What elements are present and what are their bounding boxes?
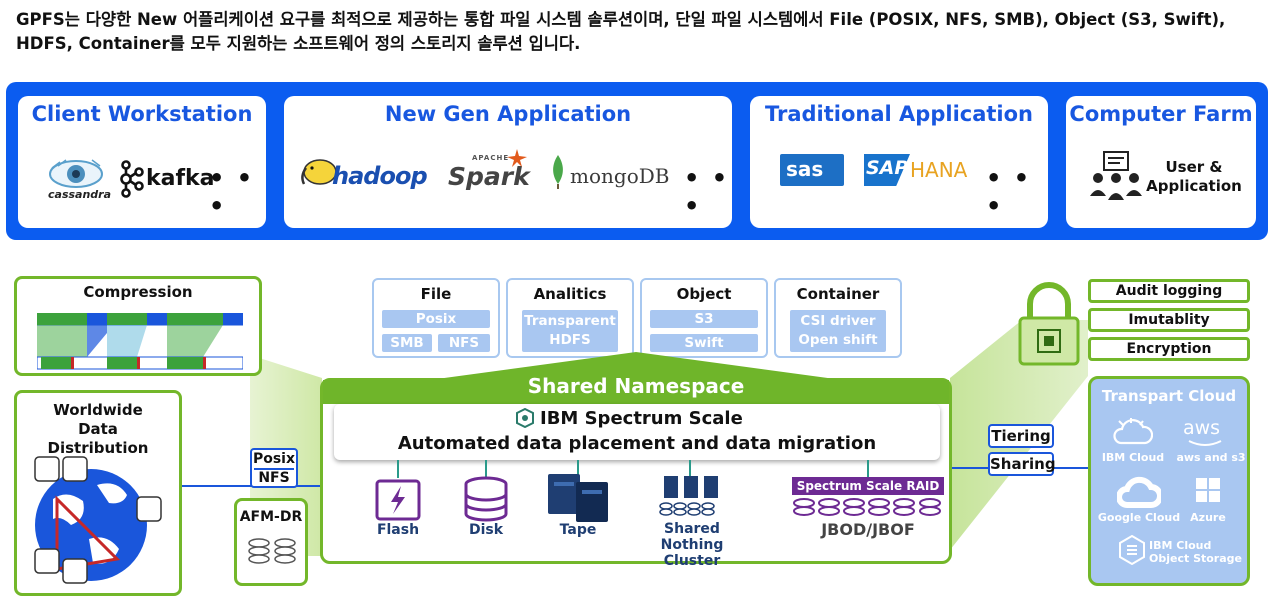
client-workstation-title: Client Workstation	[31, 102, 253, 126]
file-posix-pill: Posix	[382, 310, 490, 328]
container-service-title: Container	[796, 285, 880, 303]
worldwide-distribution-title: Worldwide Data Distribution	[47, 401, 149, 457]
flash-icon	[375, 479, 421, 521]
azure-windows-icon	[1196, 478, 1220, 502]
mongodb-leaf-icon	[553, 155, 563, 189]
analytics-service-title: Analitics	[533, 285, 607, 303]
new-gen-application-card: New Gen Application hadoop APACHE Spark …	[284, 96, 732, 228]
intro-text: GPFS는 다양한 New 어플리케이션 요구를 최적으로 제공하는 통합 파일…	[16, 10, 1226, 53]
traditional-application-card: Traditional Application sas SAP HANA • •…	[750, 96, 1048, 228]
object-s3-pill: S3	[650, 310, 758, 328]
ibm-cloud-icon	[1113, 418, 1153, 445]
transparent-cloud-box: Transpart Cloud aws IBM Cloud aws and s3…	[1088, 376, 1250, 586]
analytics-service-box: Analitics Transparent HDFS	[506, 278, 634, 358]
newgen-more-dots: • • •	[684, 164, 730, 220]
protocol-nfs: NFS	[258, 470, 290, 486]
tiering-badge: Tiering	[988, 424, 1054, 448]
tape-label: Tape	[559, 522, 597, 538]
cassandra-logo: cassandra	[48, 188, 112, 201]
disk-label: Disk	[468, 522, 504, 538]
protocol-box: Posix NFS	[250, 448, 298, 488]
kafka-logo: kafka	[146, 166, 215, 191]
mongodb-logo: mongoDB	[570, 164, 670, 188]
spark-logo: Spark	[448, 162, 530, 191]
sharing-badge: Sharing	[988, 452, 1056, 476]
ibm-object-storage-label: IBM Cloud Object Storage	[1149, 539, 1242, 565]
globe-storage-icon	[34, 456, 162, 584]
file-service-title: File	[420, 285, 452, 303]
new-gen-application-title: New Gen Application	[384, 102, 632, 126]
computer-farm-card: Computer Farm User & Application	[1066, 96, 1256, 228]
kafka-icon	[120, 160, 144, 198]
sas-logo: sas	[786, 157, 824, 181]
afm-dr-title: AFM-DR	[239, 509, 303, 525]
hadoop-elephant-icon	[301, 159, 337, 185]
azure-label: Azure	[1190, 511, 1226, 524]
container-service-box: Container CSI driver Open shift	[774, 278, 902, 358]
traditional-more-dots: • • •	[986, 164, 1032, 220]
aws-smile-icon	[1188, 440, 1222, 446]
shared-nothing-label: Shared Nothing Cluster	[660, 521, 724, 569]
compression-box: Compression	[14, 276, 262, 376]
analytics-hdfs-pill: Transparent HDFS	[522, 310, 618, 352]
protocol-posix: Posix	[252, 451, 296, 467]
aws-s3-label: aws and s3	[1176, 451, 1246, 464]
cassandra-eye-icon	[49, 159, 103, 188]
flash-label: Flash	[376, 522, 420, 538]
afm-dr-storage-icon	[248, 538, 296, 564]
client-more-dots: • • •	[209, 164, 255, 220]
ibm-object-storage-icon	[1119, 535, 1145, 565]
traditional-application-title: Traditional Application	[764, 102, 1034, 126]
sap-logo: SAP	[866, 157, 909, 179]
jbod-disk-array-icon	[793, 498, 941, 516]
padlock-icon	[1018, 282, 1080, 366]
aws-logo: aws	[1183, 417, 1221, 439]
disk-icon	[464, 476, 508, 522]
namespace-title: Shared Namespace	[527, 374, 745, 398]
namespace-subtitle: Automated data placement and data migrat…	[397, 433, 877, 454]
worldwide-distribution-box: Worldwide Data Distribution	[14, 390, 182, 596]
computer-farm-title: Computer Farm	[1069, 102, 1253, 126]
apache-label: APACHE	[472, 154, 510, 162]
client-workstation-card: Client Workstation cassandra kafka • • •	[18, 96, 266, 228]
jbod-label: JBOD/JBOF	[821, 520, 915, 539]
audit-logging-badge: Audit logging	[1088, 279, 1250, 303]
file-service-box: File Posix SMB NFS	[372, 278, 500, 358]
encryption-badge: Encryption	[1088, 337, 1250, 361]
spectrum-scale-title: IBM Spectrum Scale	[540, 408, 743, 429]
hadoop-logo: hadoop	[332, 162, 428, 190]
user-application-label: User & Application	[1146, 158, 1242, 195]
sas-logo-box	[780, 154, 844, 186]
object-service-title: Object	[676, 285, 732, 303]
file-smb-pill: SMB	[382, 334, 432, 352]
spectrum-scale-icon	[516, 408, 534, 428]
users-group-icon	[1090, 151, 1142, 200]
spectrum-raid-banner: Spectrum Scale RAID	[792, 477, 944, 495]
protocol-divider	[254, 468, 294, 470]
object-service-box: Object S3 Swift	[640, 278, 768, 358]
hana-logo: HANA	[910, 158, 968, 182]
compression-title: Compression	[83, 283, 193, 301]
shared-nothing-cluster-icon	[659, 476, 718, 516]
cloud-title: Transpart Cloud	[1101, 387, 1237, 405]
google-cloud-label: Google Cloud	[1097, 511, 1181, 524]
namespace-roof	[323, 352, 949, 404]
file-nfs-pill: NFS	[438, 334, 490, 352]
ibm-cloud-label: IBM Cloud	[1101, 451, 1165, 464]
compression-diagram	[37, 313, 243, 370]
container-csi-pill: CSI driver Open shift	[790, 310, 886, 352]
afm-dr-box: AFM-DR	[234, 498, 308, 586]
object-swift-pill: Swift	[650, 334, 758, 352]
spectrum-scale-banner: IBM Spectrum Scale Automated data placem…	[334, 404, 940, 460]
immutability-badge: Imutablity	[1088, 308, 1250, 332]
spark-star-icon	[507, 149, 527, 167]
tape-icon	[548, 474, 608, 522]
google-cloud-icon	[1117, 476, 1161, 508]
